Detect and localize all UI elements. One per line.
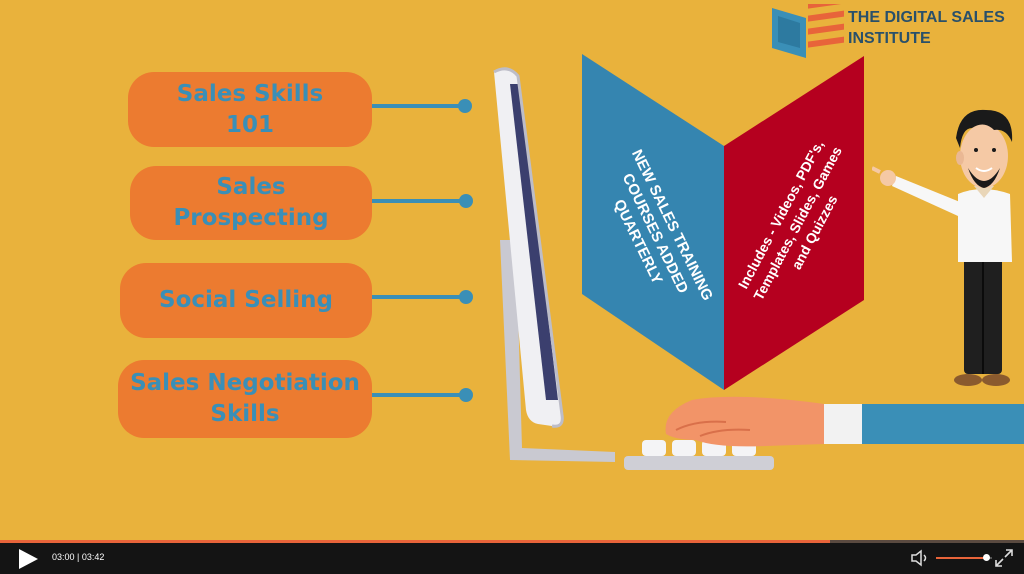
presenter-character-illustration [872, 109, 1013, 386]
video-frame[interactable]: NEW SALES TRAINING COURSES ADDED QUARTER… [0, 0, 1024, 540]
connector-line [372, 295, 466, 299]
book-logo-icon [772, 4, 844, 58]
current-time: 03:00 [52, 552, 75, 562]
connector-dot [459, 194, 473, 208]
connector-line [372, 104, 464, 108]
course-pill-sales-negotiation: Sales Negotiation Skills [118, 360, 372, 438]
progress-bar[interactable] [0, 540, 1024, 543]
brand-name: THE DIGITAL SALES INSTITUTE [848, 9, 1005, 47]
progress-fill [0, 540, 831, 543]
course-book-illustration [582, 54, 864, 390]
typing-hand-illustration [665, 396, 1024, 447]
computer-monitor-illustration [493, 67, 615, 462]
connector-line [372, 393, 466, 397]
time-separator: | [77, 552, 80, 562]
volume-slider[interactable] [936, 554, 992, 561]
play-icon[interactable] [16, 548, 40, 570]
duration: 03:42 [81, 552, 105, 562]
connector-line [372, 199, 466, 203]
course-pill-sales-skills: Sales Skills 101 [128, 72, 372, 147]
connector-dot [459, 388, 473, 402]
course-pill-sales-prospecting: Sales Prospecting [130, 166, 372, 240]
course-pill-social-selling: Social Selling [120, 263, 372, 338]
video-controls: 03:00 | 03:42 [0, 540, 1024, 574]
volume-fill [936, 557, 987, 559]
expand-icon[interactable] [994, 548, 1014, 568]
time-readout: 03:00 | 03:42 [52, 552, 104, 562]
connector-dot [458, 99, 472, 113]
volume-knob[interactable] [983, 554, 991, 561]
speaker-icon[interactable] [910, 549, 930, 567]
connector-dot [459, 290, 473, 304]
